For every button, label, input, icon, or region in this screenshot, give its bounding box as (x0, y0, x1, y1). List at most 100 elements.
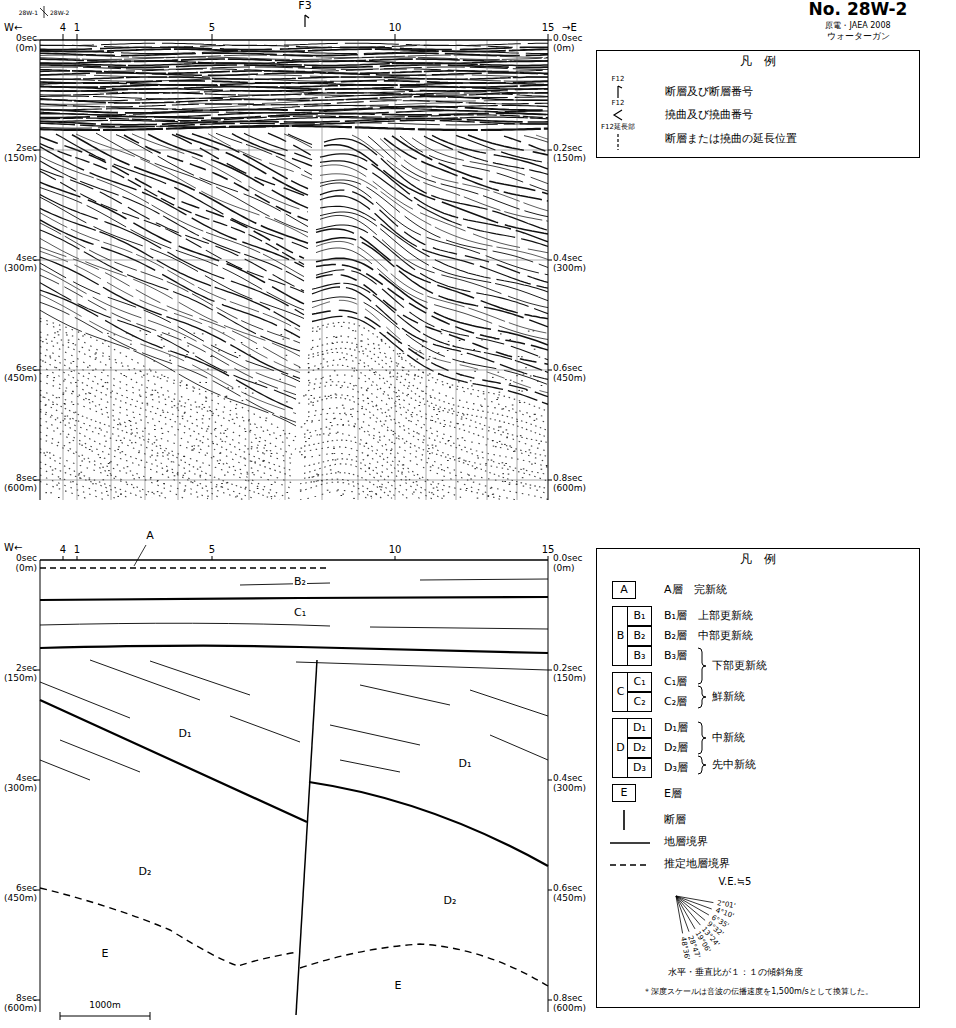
noise-dot (334, 370, 336, 371)
noise-dot (438, 374, 440, 375)
noise-dot (266, 450, 268, 451)
noise-dot (441, 333, 443, 334)
noise-dot (223, 433, 225, 434)
section-title: No. 28W-2 (809, 0, 908, 19)
bracket (698, 686, 706, 708)
noise-dot (537, 381, 539, 382)
noise-dot (342, 405, 344, 406)
reflector (40, 481, 88, 499)
noise-dot (50, 492, 52, 493)
noise-dot (416, 432, 418, 433)
time-label: 0sec (16, 34, 37, 44)
noise-dot (117, 496, 119, 497)
noise-dot (366, 443, 368, 444)
reflector (40, 337, 292, 454)
axis-tick (34, 40, 552, 480)
legend-text: 推定地層境界 (664, 858, 730, 870)
legend-layer-text: C₁層 (664, 676, 687, 688)
noise-dot (353, 498, 355, 499)
noise-dot (447, 350, 449, 351)
reflector (40, 156, 304, 276)
noise-dot (463, 414, 465, 415)
legend-heading: 凡 例 (597, 55, 919, 68)
noise-dot (500, 333, 502, 334)
noise-dot (161, 493, 163, 494)
legend-text: 撓曲及び撓曲番号 (665, 109, 753, 121)
noise-dot (307, 430, 309, 431)
direction-label: →E (562, 22, 577, 33)
reflector (40, 63, 548, 65)
noise-dot (56, 397, 58, 398)
reflector (316, 229, 548, 319)
layer-boundary (40, 597, 548, 600)
depth-label: (450m) (4, 374, 37, 384)
noise-dot (68, 340, 70, 341)
noise-dot (468, 475, 470, 476)
noise-dot (245, 487, 247, 488)
noise-dot (481, 406, 483, 407)
time-label: 2sec (16, 144, 37, 154)
layer-label: A (146, 530, 154, 542)
noise-dot (66, 335, 68, 336)
noise-dot (518, 390, 520, 391)
reflector (40, 263, 300, 382)
noise-dot (519, 402, 521, 403)
noise-dot (283, 339, 285, 340)
reflector (40, 401, 256, 499)
noise-dot (429, 453, 431, 454)
noise-dot (408, 386, 410, 387)
noise-dot (157, 377, 159, 378)
fault-line (296, 660, 317, 1015)
noise-dot (461, 354, 463, 355)
noise-dot (199, 382, 201, 383)
reflector (300, 482, 372, 498)
noise-dot (118, 446, 120, 447)
reflector (304, 464, 396, 497)
noise-dot (131, 433, 133, 434)
noise-dot (225, 396, 227, 397)
noise-dot (499, 441, 501, 442)
noise-dot (81, 445, 83, 446)
reflector (40, 51, 548, 53)
reflector (412, 138, 548, 184)
noise-dot (301, 448, 303, 449)
reflector (320, 161, 548, 247)
interpretation (34, 545, 552, 1020)
noise-dot (102, 386, 104, 387)
noise-dot (251, 461, 253, 462)
layer-symbol-box: C₁ (627, 672, 652, 692)
exaggeration-label: V.E.≒5 (719, 876, 752, 887)
noise-dot (396, 396, 398, 397)
reflector (40, 475, 104, 500)
noise-dot (384, 336, 386, 337)
noise-dot (398, 342, 400, 343)
reflector (40, 107, 548, 113)
reflector (304, 419, 516, 500)
layer-symbol-box: D₃ (627, 758, 652, 778)
noise-dot (447, 460, 449, 461)
noise-dot (95, 354, 97, 355)
reflector (40, 321, 296, 441)
noise-dot (498, 372, 500, 373)
noise-dot (52, 404, 54, 405)
noise-dot (138, 452, 140, 453)
noise-dot (43, 453, 45, 454)
reflector (40, 99, 548, 104)
noise-dot (58, 334, 60, 335)
noise-dot (352, 330, 354, 331)
bracket (698, 648, 706, 684)
epoch-label: 先中新統 (712, 759, 756, 771)
reflector (40, 347, 292, 464)
noise-dot (492, 440, 494, 441)
noise-dot (90, 393, 92, 394)
noise-dot (204, 407, 206, 408)
noise-dot (131, 442, 133, 443)
symbol-number: F12延長部 (601, 124, 635, 132)
noise-dot (393, 431, 395, 432)
noise-dot (184, 473, 186, 474)
noise-dot (241, 342, 243, 343)
noise-dot (399, 353, 401, 354)
noise-dot (287, 492, 289, 493)
noise-dot (190, 481, 192, 482)
noise-dot (291, 333, 293, 334)
